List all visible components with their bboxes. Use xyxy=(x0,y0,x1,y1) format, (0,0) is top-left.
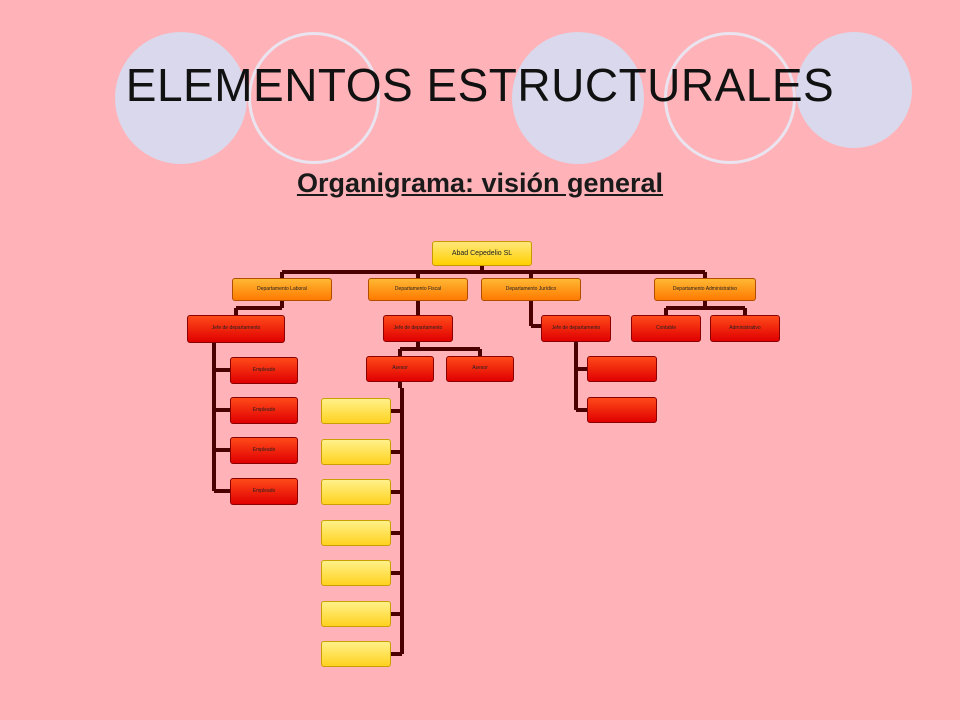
org-root-node: Abad Cepedelio SL xyxy=(432,241,532,266)
department-node-1: Departamento Laboral xyxy=(232,278,332,301)
slide-subtitle: Organigrama: visión general xyxy=(296,168,664,198)
decor-circle-3 xyxy=(796,32,912,148)
fiscal-assist-stem xyxy=(398,382,402,388)
laboral-spine xyxy=(212,343,216,491)
juridico-connector xyxy=(529,301,533,326)
fiscal-advisor-drop-2 xyxy=(478,349,482,356)
fiscal-assistant-node-4 xyxy=(321,520,391,546)
laboral-employee-node-3: Empleado xyxy=(230,437,298,464)
fiscal-connector xyxy=(416,301,420,308)
fiscal-assistant-node-7 xyxy=(321,641,391,667)
juridico-spine xyxy=(574,342,578,410)
fiscal-assist-branch-5 xyxy=(390,571,402,575)
fiscal-assist-branch-6 xyxy=(390,612,402,616)
fiscal-advisor-node-2: Asesor xyxy=(446,356,514,382)
juridico-member-node-2 xyxy=(587,397,657,423)
decor-ring-1 xyxy=(248,32,380,164)
juridico-head-node: Jefe de departamento xyxy=(541,315,611,342)
juridico-branch-2 xyxy=(576,408,587,412)
laboral-branch-1 xyxy=(214,368,230,372)
fiscal-head-node: Jefe de departamento xyxy=(383,315,453,342)
laboral-employee-node-1: Empleado xyxy=(230,357,298,384)
slide-title: ELEMENTOS ESTRUCTURALES xyxy=(125,59,835,111)
fiscal-assistant-node-1 xyxy=(321,398,391,424)
fiscal-assist-branch-4 xyxy=(390,531,402,535)
fiscal-assist-spine xyxy=(400,388,404,654)
admin-connector xyxy=(703,301,707,308)
fiscal-assist-branch-3 xyxy=(390,490,402,494)
admin-bus xyxy=(666,306,745,310)
department-drop-2 xyxy=(416,272,420,278)
department-drop-4 xyxy=(703,272,707,278)
fiscal-assist-branch-1 xyxy=(390,409,402,413)
fiscal-assist-branch-7 xyxy=(390,652,402,656)
department-drop-1 xyxy=(280,272,284,278)
juridico-member-node-1 xyxy=(587,356,657,382)
laboral-branch-3 xyxy=(214,448,230,452)
fiscal-advisor-bus xyxy=(400,347,480,351)
decor-circle-2 xyxy=(512,32,644,164)
decor-ring-2 xyxy=(664,32,796,164)
laboral-branch-2 xyxy=(214,408,230,412)
fiscal-connector-v xyxy=(416,308,420,315)
fiscal-assistant-node-2 xyxy=(321,439,391,465)
juridico-connector-h xyxy=(531,324,541,328)
decor-circle-1 xyxy=(115,32,247,164)
admin-drop-1 xyxy=(664,308,668,315)
root-connector xyxy=(480,266,484,272)
fiscal-advisor-drop-1 xyxy=(398,349,402,356)
admin-drop-2 xyxy=(743,308,747,315)
admin-member-node-1: Contable xyxy=(631,315,701,342)
fiscal-assistant-node-6 xyxy=(321,601,391,627)
fiscal-assistant-node-5 xyxy=(321,560,391,586)
laboral-head-node: Jefe de departamento xyxy=(187,315,285,343)
laboral-branch-4 xyxy=(214,489,230,493)
fiscal-advisor-stem xyxy=(416,342,420,349)
department-node-2: Departamento Fiscal xyxy=(368,278,468,301)
laboral-connector-v xyxy=(234,308,238,315)
fiscal-advisor-node-1: Asesor xyxy=(366,356,434,382)
laboral-employee-node-4: Empleado xyxy=(230,478,298,505)
department-drop-3 xyxy=(529,272,533,278)
laboral-employee-node-2: Empleado xyxy=(230,397,298,424)
department-node-4: Departamento Administrativo xyxy=(654,278,756,301)
admin-member-node-2: Administrativo xyxy=(710,315,780,342)
department-bus xyxy=(282,270,705,274)
laboral-connector-h xyxy=(236,306,282,310)
department-node-3: Departamento Jurídico xyxy=(481,278,581,301)
fiscal-assist-branch-2 xyxy=(390,450,402,454)
juridico-branch-1 xyxy=(576,367,587,371)
fiscal-assistant-node-3 xyxy=(321,479,391,505)
laboral-connector xyxy=(280,301,284,308)
